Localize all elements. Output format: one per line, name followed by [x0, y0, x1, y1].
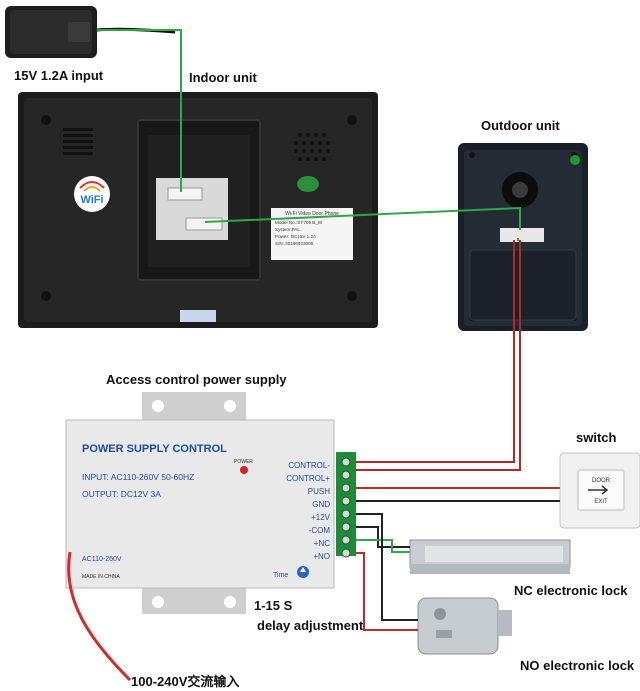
terminal-label: +12V	[311, 513, 331, 522]
no-lock-label: NO electronic lock	[520, 658, 635, 673]
psu-title: POWER SUPPLY CONTROL	[82, 443, 227, 455]
lock-wires	[356, 513, 418, 631]
sticker-title: Wi-Fi Video Door Phone	[285, 211, 339, 217]
power-led-icon	[240, 466, 248, 474]
exit-switch-line1: DOOR	[592, 478, 611, 484]
power-led-label: POWER	[234, 459, 253, 465]
nc-lock-label: NC electronic lock	[514, 583, 628, 598]
terminal-label: CONTROL+	[286, 474, 330, 483]
power-adapter	[5, 6, 176, 58]
psu-ac-label: AC110-260V	[82, 556, 122, 563]
terminal-label: +NC	[314, 539, 330, 548]
sticker-line: Power: DC15V 1.2A	[275, 234, 317, 239]
time-label: Time	[273, 572, 288, 579]
access-psu-label: Access control power supply	[106, 372, 287, 387]
indoor-monitor	[18, 92, 378, 328]
exit-switch-line2: EXIT	[594, 499, 608, 505]
terminal-label: CONTROL-	[288, 461, 330, 470]
delay-adjust-label: delay adjustment	[257, 618, 364, 633]
delay-range-label: 1-15 S	[254, 598, 293, 613]
sticker-line: Model No.:SY709 B_W	[275, 220, 323, 225]
wifi-badge-icon: WiFi	[74, 176, 110, 212]
indoor-unit-label: Indoor unit	[189, 70, 257, 85]
terminal-labels: CONTROL- CONTROL+ PUSH GND +12V -COM +NC…	[286, 461, 330, 561]
adapter-input-label: 15V 1.2A input	[14, 68, 104, 83]
psu-box	[65, 392, 356, 614]
nc-magnetic-lock	[409, 539, 571, 574]
mains-input-label: 100-240V交流输入	[131, 674, 240, 689]
terminal-label: GND	[312, 500, 330, 509]
green-wires	[97, 29, 521, 241]
outdoor-unit-label: Outdoor unit	[481, 118, 560, 133]
sticker-line: System:PAL	[275, 227, 300, 232]
switch-wires	[356, 487, 560, 502]
no-electronic-lock	[417, 597, 512, 655]
terminal-label: +NO	[313, 552, 330, 561]
exit-switch: DOOR EXIT	[559, 452, 640, 529]
outdoor-unit	[458, 143, 588, 331]
red-wires	[356, 240, 521, 471]
psu-terminals	[341, 457, 351, 558]
psu-output: OUTPUT: DC12V 3A	[82, 489, 161, 499]
switch-label: switch	[576, 430, 617, 445]
sticker-line: S/N: 20180403006	[275, 241, 314, 246]
time-knob-icon	[297, 566, 309, 578]
key-icon	[588, 485, 609, 495]
psu-input: INPUT: AC110-260V 50-60HZ	[82, 472, 194, 482]
terminal-label: PUSH	[308, 487, 330, 496]
psu-made-in: MADE IN CHINA	[82, 574, 120, 580]
mains-cable	[67, 551, 132, 682]
wifi-logo-text: WiFi	[80, 194, 103, 206]
terminal-label: -COM	[309, 526, 331, 535]
